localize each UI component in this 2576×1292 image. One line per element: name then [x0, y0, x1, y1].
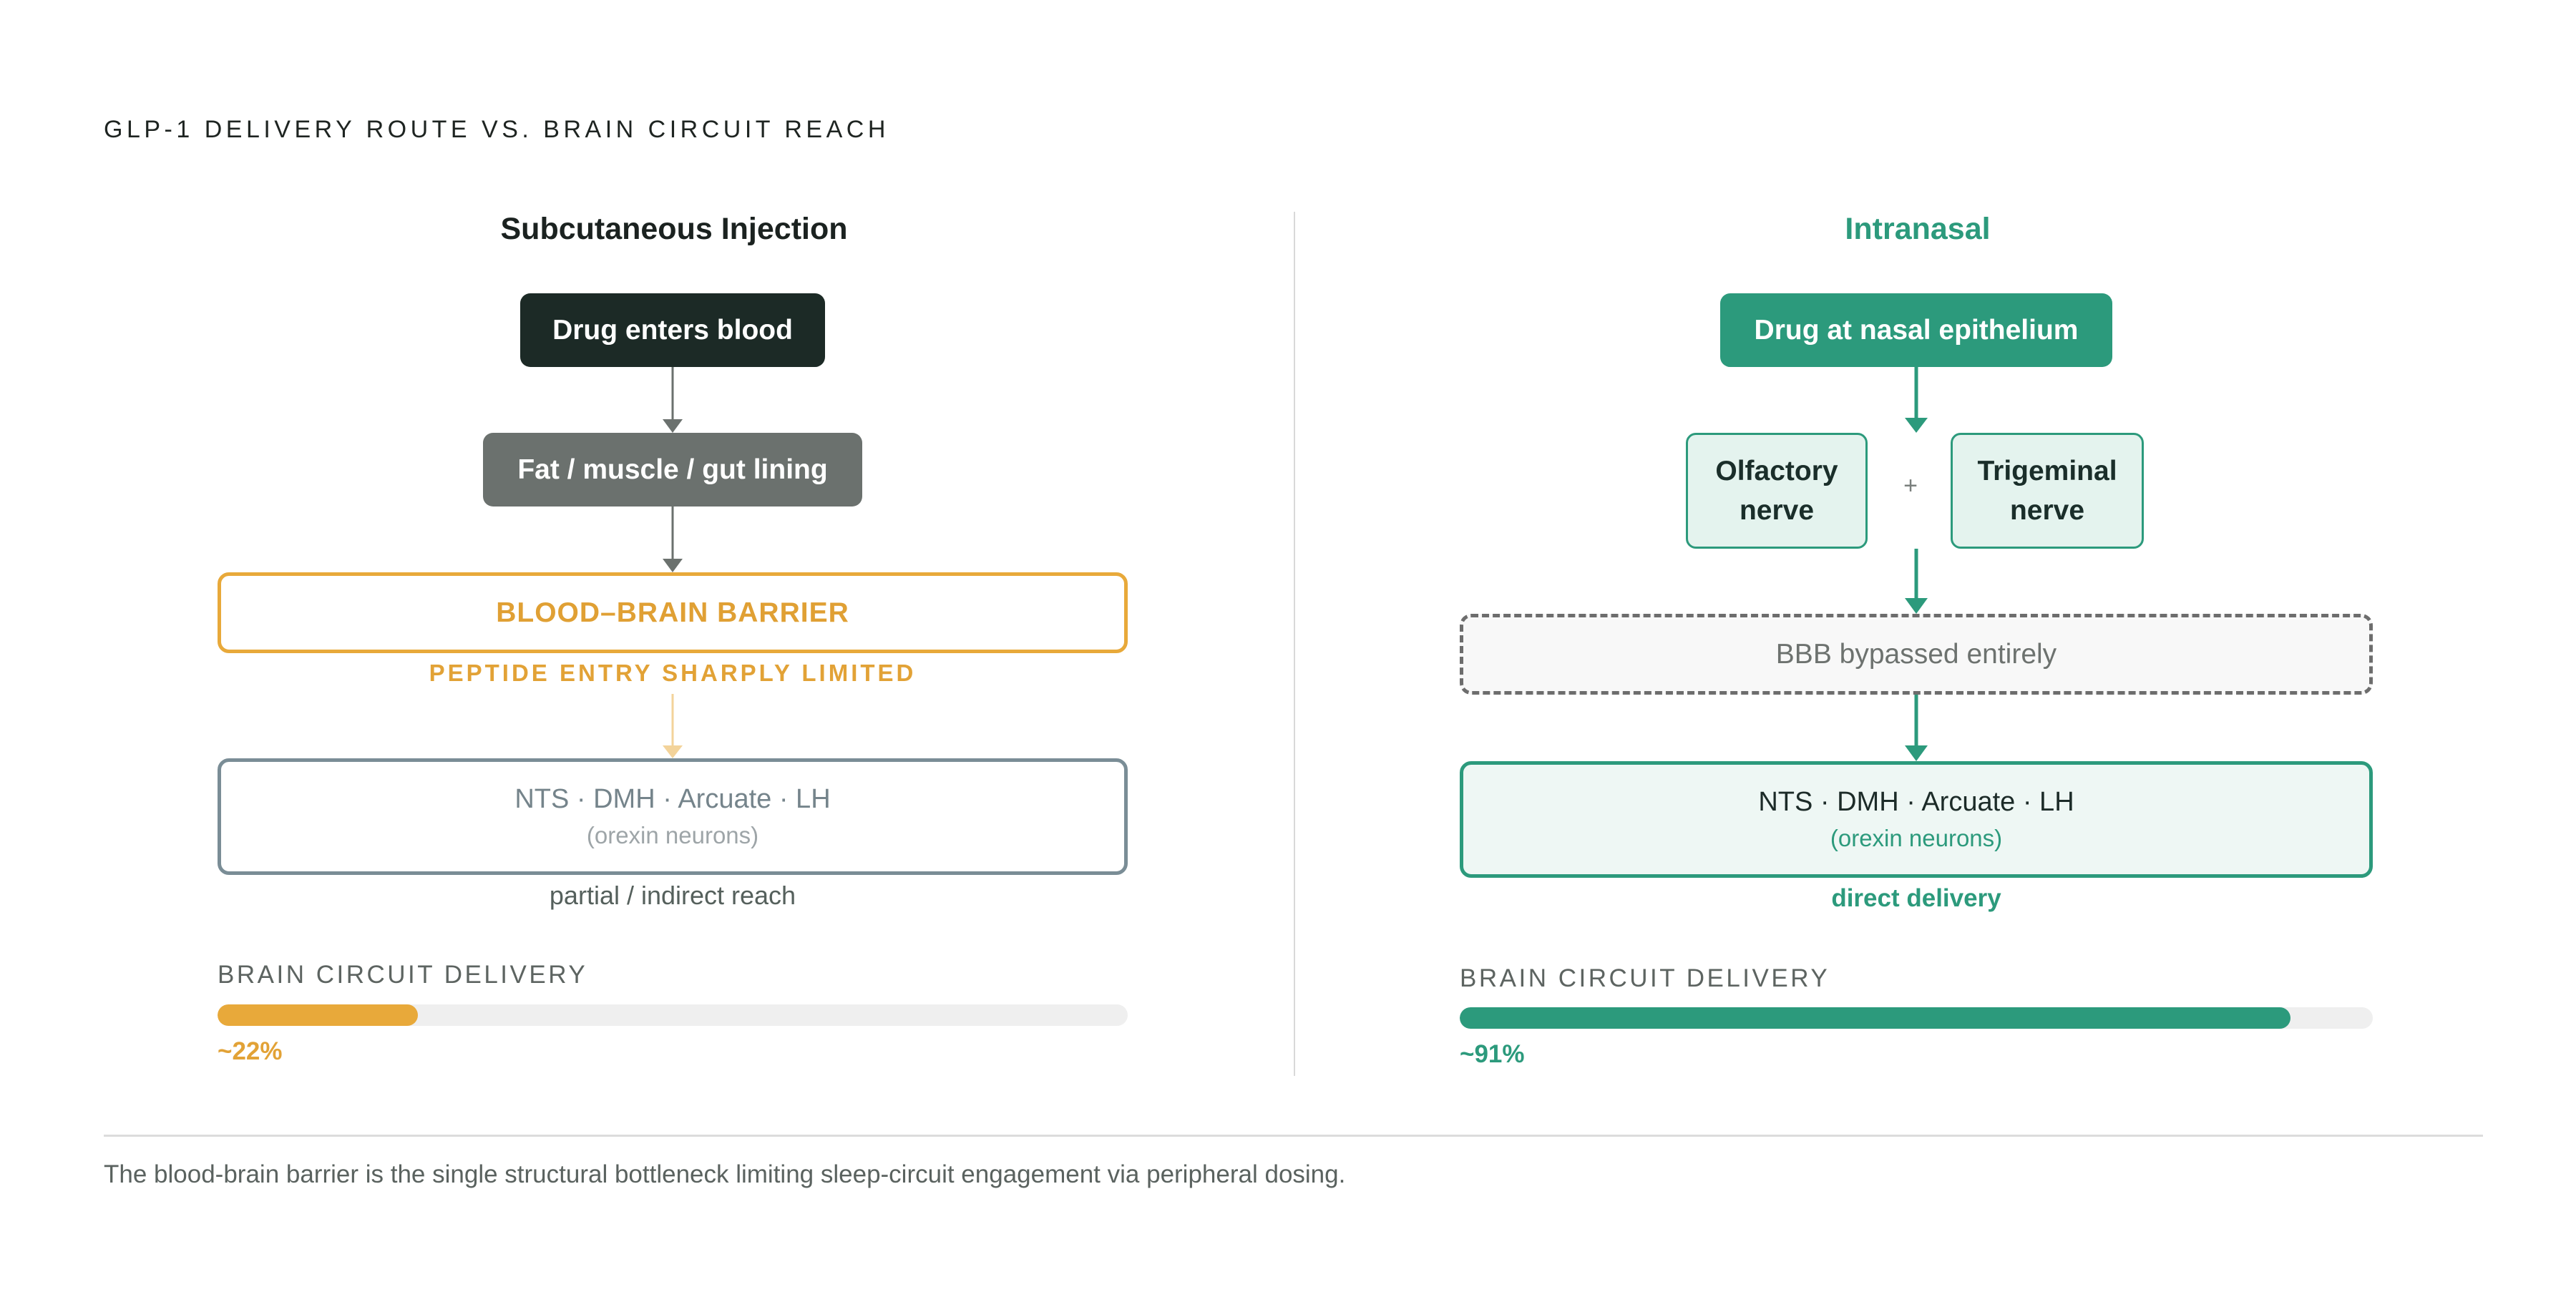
arrow-blood-to-tissue [663, 367, 683, 433]
left-target-subtitle: (orexin neurons) [586, 822, 759, 848]
footer-divider [104, 1135, 2483, 1137]
left-meter-value: ~22% [218, 1037, 283, 1065]
left-target-node: NTS · DMH · Arcuate · LH (orexin neurons… [218, 758, 1128, 875]
trigeminal-nerve-line2: nerve [2009, 495, 2085, 526]
blood-brain-barrier-label: BLOOD–BRAIN BARRIER [496, 597, 849, 628]
drug-enters-blood-label: Drug enters blood [552, 314, 793, 346]
page-title: GLP-1 DELIVERY ROUTE VS. BRAIN CIRCUIT R… [104, 116, 889, 143]
right-meter-fill [1460, 1007, 2291, 1029]
nasal-epithelium-node: Drug at nasal epithelium [1720, 293, 2112, 367]
arrow-nerves-to-bypass [1905, 549, 1928, 614]
bbb-bypassed-node: BBB bypassed entirely [1460, 614, 2373, 695]
drug-enters-blood-node: Drug enters blood [520, 293, 825, 367]
right-meter-track [1460, 1007, 2373, 1029]
left-meter-fill [218, 1004, 418, 1026]
olfactory-nerve-line1: Olfactory [1715, 456, 1838, 486]
right-meter-value: ~91% [1460, 1040, 1525, 1068]
nasal-epithelium-label: Drug at nasal epithelium [1754, 314, 2079, 346]
olfactory-nerve-node: Olfactory nerve [1686, 433, 1868, 549]
arrow-nasal-to-nerves [1905, 367, 1928, 433]
right-target-regions: NTS · DMH · Arcuate · LH [1758, 787, 2074, 817]
left-meter-track [218, 1004, 1128, 1026]
left-reach-note: partial / indirect reach [549, 881, 796, 910]
plus-sign: + [1903, 472, 1918, 499]
right-reach-note: direct delivery [1831, 884, 2001, 912]
panel-divider [1294, 212, 1295, 1076]
barrier-caption: PEPTIDE ENTRY SHARPLY LIMITED [429, 660, 917, 686]
olfactory-nerve-line2: nerve [1739, 495, 1815, 526]
blood-brain-barrier-node: BLOOD–BRAIN BARRIER [218, 572, 1128, 653]
fat-muscle-gut-label: Fat / muscle / gut lining [517, 454, 828, 485]
trigeminal-nerve-line1: Trigeminal [1977, 456, 2117, 486]
arrow-barrier-to-target [663, 694, 683, 758]
bbb-bypassed-label: BBB bypassed entirely [1775, 638, 2057, 670]
arrow-tissue-to-barrier [663, 506, 683, 572]
left-target-regions: NTS · DMH · Arcuate · LH [514, 784, 831, 814]
arrow-bypass-to-target [1905, 695, 1928, 761]
subcutaneous-title: Subcutaneous Injection [500, 212, 848, 246]
left-meter-label: BRAIN CIRCUIT DELIVERY [218, 961, 588, 989]
right-meter-label: BRAIN CIRCUIT DELIVERY [1460, 964, 1830, 992]
fat-muscle-gut-node: Fat / muscle / gut lining [483, 433, 862, 506]
trigeminal-nerve-node: Trigeminal nerve [1951, 433, 2144, 549]
right-target-node: NTS · DMH · Arcuate · LH (orexin neurons… [1460, 761, 2373, 878]
right-target-subtitle: (orexin neurons) [1830, 825, 2003, 851]
footnote: The blood-brain barrier is the single st… [104, 1160, 1346, 1188]
intranasal-title: Intranasal [1845, 212, 1991, 246]
